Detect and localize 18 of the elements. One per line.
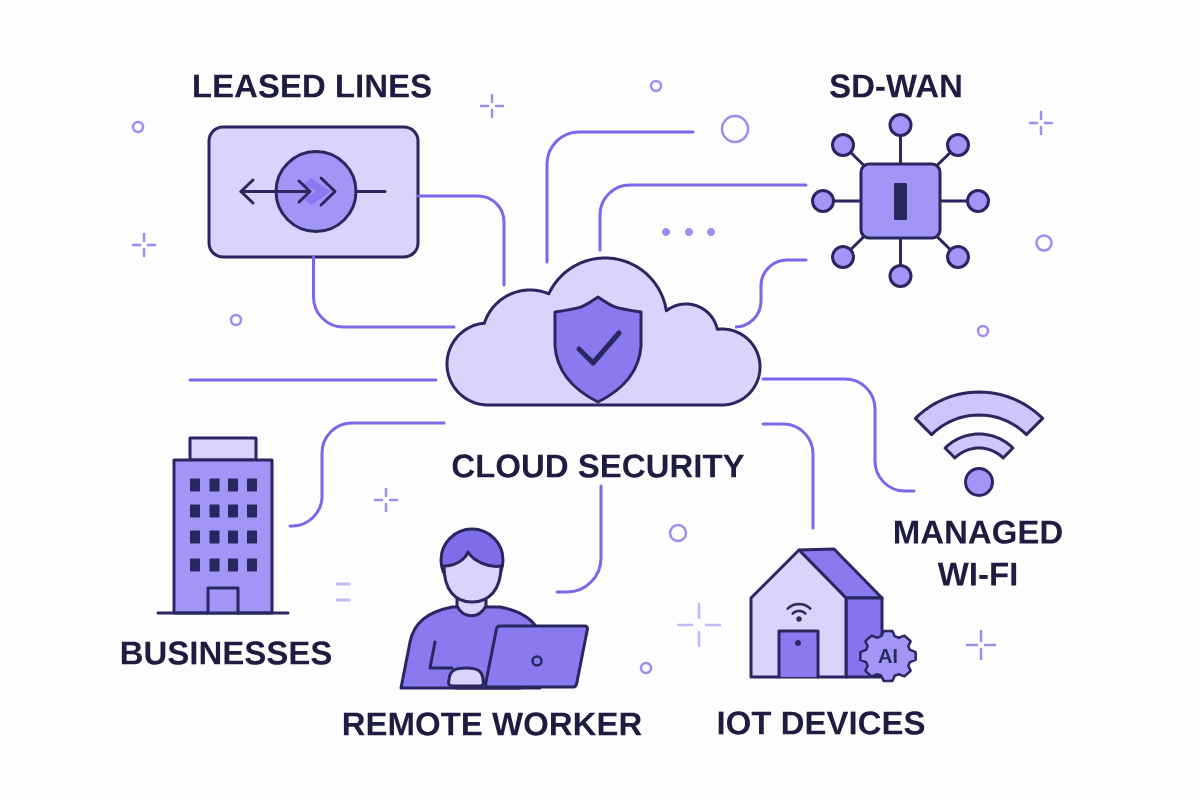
connector-line <box>733 258 808 329</box>
node-label: BUSINESSES <box>121 641 332 665</box>
connector-line <box>761 377 916 493</box>
node-label: CLOUD SECURITY <box>452 454 745 478</box>
gear-badge: AI <box>859 629 917 683</box>
connector-line <box>188 378 438 382</box>
node-label: REMOTE WORKER <box>343 712 642 736</box>
connector-line <box>761 422 815 530</box>
connector-line <box>288 421 446 528</box>
node-label: LEASED LINES <box>194 74 431 98</box>
connector-line <box>416 194 506 287</box>
node-label: SD-WAN <box>830 74 961 98</box>
node-label: IOT DEVICES <box>718 711 925 735</box>
node-label: MANAGED WI-FI <box>894 520 1062 586</box>
connector-line <box>598 183 808 252</box>
connector-line <box>312 255 456 329</box>
connector-line <box>545 130 695 264</box>
connector-line <box>555 484 603 594</box>
